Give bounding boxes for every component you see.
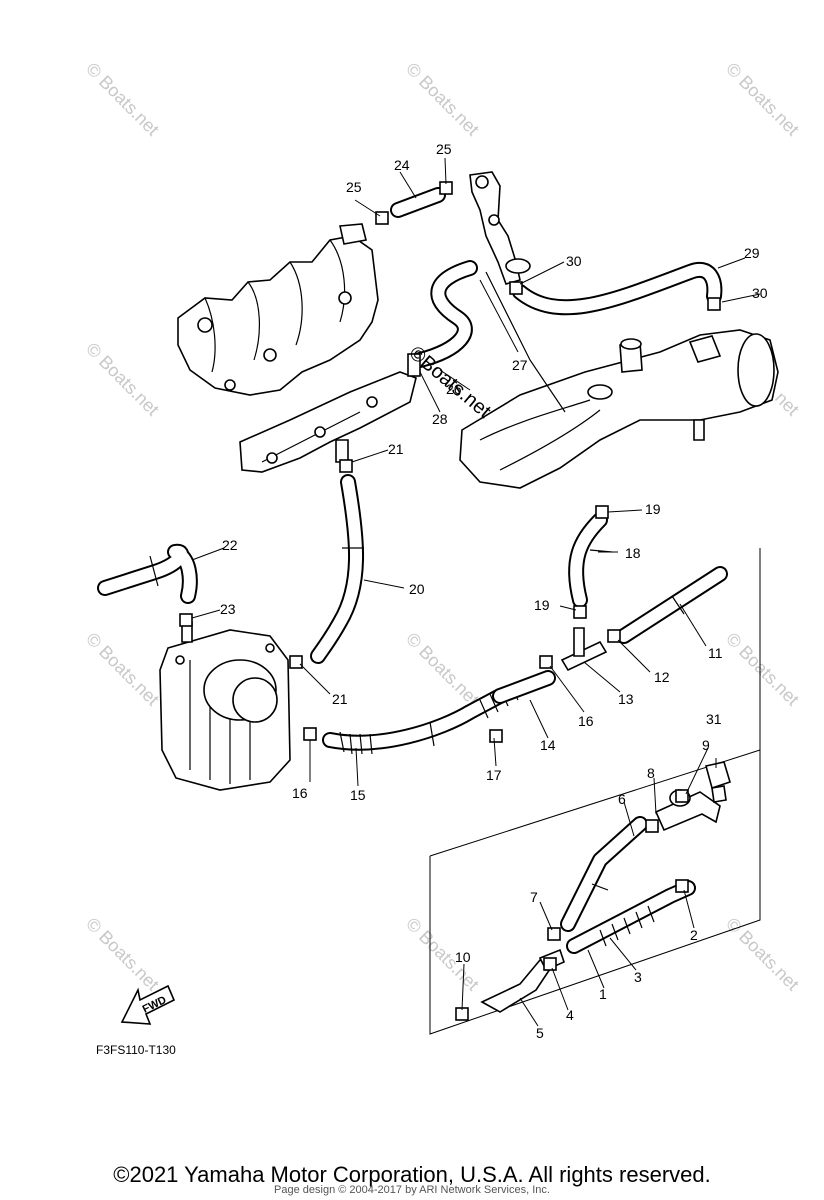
fitting-31	[705, 761, 731, 803]
clamp-2	[675, 879, 689, 893]
clamp-30	[509, 281, 523, 295]
clamp-9	[675, 789, 689, 803]
hose-24	[390, 187, 446, 218]
callout-6: 6	[618, 791, 626, 807]
clamp-21	[339, 459, 353, 473]
plug-28	[407, 353, 421, 377]
clamp-17	[489, 729, 503, 743]
callout-14: 14	[540, 737, 556, 753]
callout-26: 26	[446, 381, 462, 397]
seal-8	[645, 819, 659, 833]
clamp-16	[539, 655, 553, 669]
pump-housing	[159, 621, 291, 791]
watermark: © Boats.net	[722, 59, 803, 140]
hose-27	[412, 260, 566, 413]
callout-25: 25	[436, 141, 452, 157]
page-credit: Page design © 2004-2017 by ARI Network S…	[274, 1184, 550, 1196]
watermark: © Boats.net	[82, 339, 163, 420]
fwd-arrow-icon: FWD	[120, 984, 176, 1025]
copyright-notice: ©2021 Yamaha Motor Corporation, U.S.A. A…	[113, 1162, 711, 1187]
clamp-23	[179, 613, 193, 627]
watermark: © Boats.net	[722, 629, 803, 710]
callout-21: 21	[332, 691, 348, 707]
callout-24: 24	[394, 157, 410, 173]
callout-2: 2	[690, 927, 698, 943]
callout-22: 22	[222, 537, 238, 553]
clamp-19	[595, 505, 609, 519]
watermark: © Boats.net	[722, 914, 803, 995]
watermark: © Boats.net	[82, 629, 163, 710]
drawing-code: F3FS110-T130	[96, 1043, 176, 1057]
hose-20	[310, 474, 365, 664]
callout-3: 3	[634, 969, 642, 985]
callout-19: 19	[645, 501, 661, 517]
clamp-7	[547, 927, 561, 941]
exhaust-chamber	[459, 329, 779, 489]
callout-30: 30	[752, 285, 768, 301]
hose-22	[97, 543, 198, 604]
watermark: © Boats.net	[402, 59, 483, 140]
callout-16: 16	[292, 785, 308, 801]
joint-13	[560, 627, 608, 672]
clamp-25	[375, 211, 389, 225]
callout-31: 31	[706, 711, 722, 727]
callout-30: 30	[566, 253, 582, 269]
hose-15	[322, 683, 519, 755]
callout-5: 5	[536, 1025, 544, 1041]
callout-18: 18	[625, 545, 641, 561]
hose-14	[492, 670, 556, 704]
callout-10: 10	[455, 949, 471, 965]
clamp-4	[543, 957, 557, 971]
callout-4: 4	[566, 1007, 574, 1023]
clamp-19	[573, 605, 587, 619]
callout-16: 16	[578, 713, 594, 729]
watermark: © Boats.net	[82, 914, 163, 995]
hose-29	[512, 262, 723, 316]
callout-12: 12	[654, 669, 670, 685]
leader-lines	[191, 157, 761, 1027]
water-passage-bracket	[469, 171, 531, 285]
callout-1: 1	[599, 986, 607, 1002]
exhaust-manifold	[177, 223, 379, 396]
exhaust-cover	[239, 371, 417, 473]
callout-28: 28	[432, 411, 448, 427]
hose-6	[560, 816, 648, 932]
clamp-16	[303, 727, 317, 741]
callout-23: 23	[220, 601, 236, 617]
callout-25: 25	[346, 179, 362, 195]
callout-11: 11	[708, 645, 723, 661]
clamp-12	[607, 629, 621, 643]
callout-29: 29	[744, 245, 760, 261]
callout-21: 21	[388, 441, 404, 457]
callout-7: 7	[530, 889, 538, 905]
callout-labels: 1 2 3 4 5 6 7 8 9 10 11 12 13 14 15 16 1…	[220, 141, 768, 1041]
callout-17: 17	[486, 767, 502, 783]
hose-18	[568, 512, 613, 608]
clamp-30	[707, 297, 721, 311]
detail-frame	[429, 548, 761, 1035]
callout-13: 13	[618, 691, 634, 707]
clamp-21	[289, 655, 303, 669]
watermark: © Boats.net	[402, 914, 483, 995]
watermark: © Boats.net	[402, 629, 483, 710]
callout-15: 15	[350, 787, 366, 803]
watermark: © Boats.net	[82, 59, 163, 140]
callout-19: 19	[534, 597, 550, 613]
callout-20: 20	[409, 581, 425, 597]
clamps	[179, 181, 721, 1021]
callout-9: 9	[702, 737, 710, 753]
callout-27: 27	[512, 357, 528, 373]
hose-3	[566, 880, 696, 954]
hose-11	[616, 566, 728, 644]
callout-8: 8	[647, 765, 655, 781]
